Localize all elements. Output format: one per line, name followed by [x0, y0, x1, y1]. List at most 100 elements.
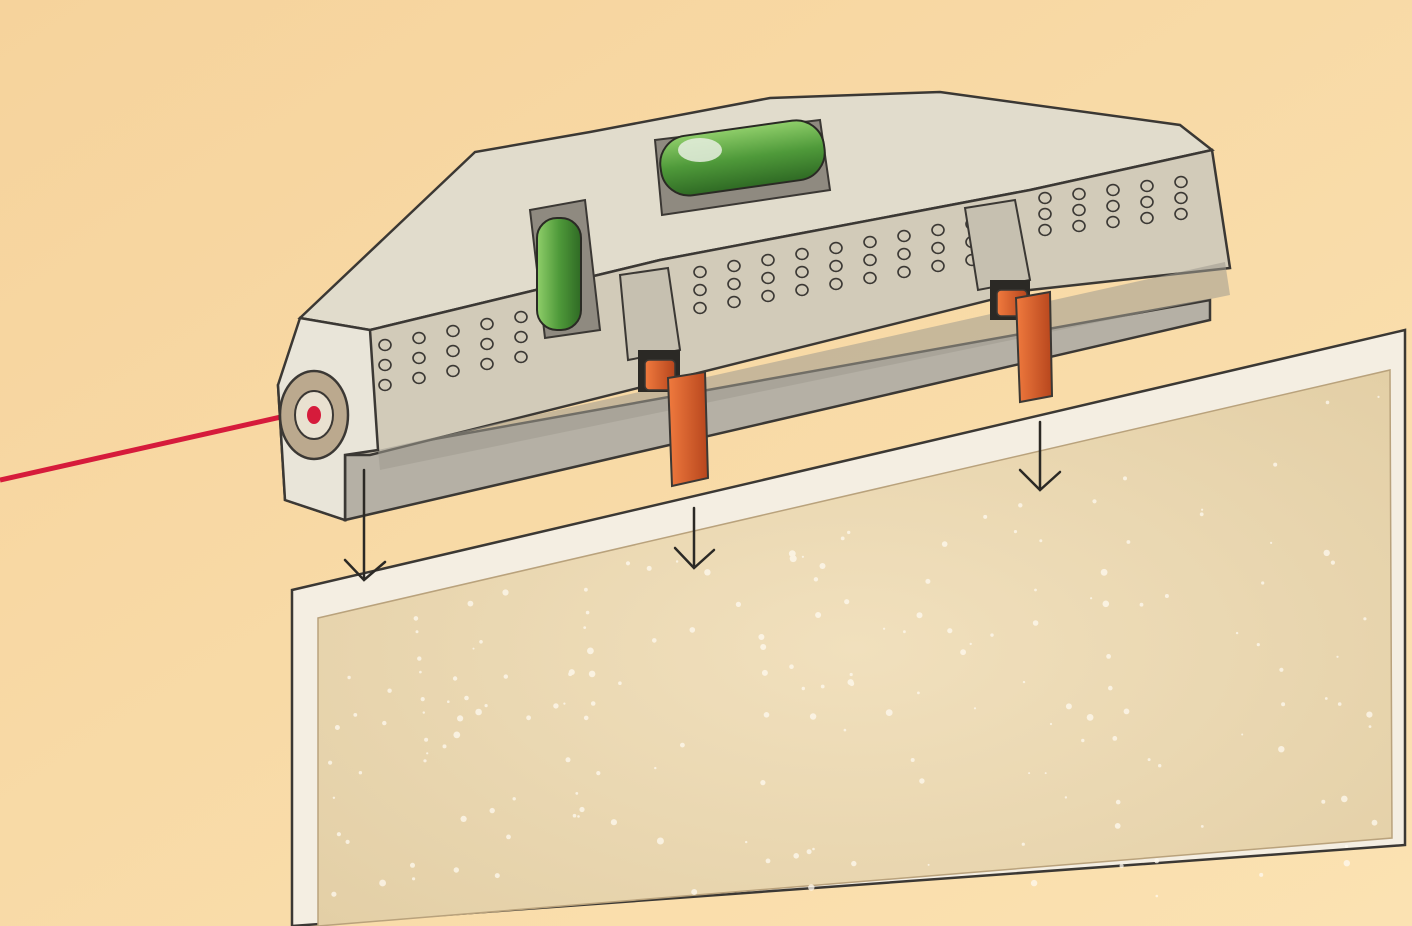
hole: [897, 265, 911, 279]
speckle: [590, 701, 596, 706]
speckle: [815, 612, 822, 618]
speckle: [1259, 872, 1264, 877]
hole: [727, 259, 741, 273]
hole: [1038, 223, 1052, 237]
speckle: [652, 638, 657, 643]
speckle: [358, 771, 363, 775]
speckle: [412, 877, 416, 881]
speckle: [572, 813, 577, 818]
speckle: [1321, 799, 1326, 804]
speckle: [587, 647, 594, 655]
speckle: [849, 681, 855, 687]
speckle: [345, 839, 350, 845]
horizontal-vial: [653, 118, 832, 217]
speckle: [990, 633, 994, 637]
speckle: [808, 884, 815, 891]
speckle: [1279, 667, 1284, 672]
hole: [829, 259, 843, 273]
speckle: [1106, 654, 1111, 659]
speckle: [1115, 799, 1121, 805]
speckle: [353, 713, 358, 717]
speckle: [583, 626, 587, 629]
hole: [1140, 211, 1154, 225]
speckle: [475, 708, 482, 716]
speckle: [1119, 863, 1124, 869]
speckle: [1281, 702, 1286, 707]
hole: [514, 330, 528, 344]
speckle: [1371, 819, 1378, 826]
speckle: [801, 555, 805, 558]
speckle: [813, 577, 819, 582]
speckle: [1064, 796, 1068, 799]
speckle: [1034, 588, 1037, 592]
speckle: [422, 711, 425, 714]
hole: [931, 241, 945, 255]
speckle: [1341, 795, 1348, 803]
speckle: [761, 669, 768, 676]
speckle: [1022, 680, 1026, 684]
hole: [1174, 207, 1188, 221]
speckle: [1261, 581, 1265, 585]
speckle: [941, 541, 948, 547]
speckle: [883, 627, 886, 630]
vertical-vial: [528, 198, 602, 340]
speckle: [512, 797, 516, 801]
speckle: [793, 853, 799, 859]
speckle: [494, 873, 500, 879]
speckle: [484, 704, 488, 708]
speckle: [969, 642, 972, 646]
speckle: [1199, 512, 1204, 517]
hole: [378, 338, 392, 352]
speckle: [453, 731, 461, 739]
speckle: [585, 610, 590, 615]
hole: [480, 337, 494, 351]
speckle: [1081, 738, 1085, 743]
speckle: [916, 612, 923, 619]
arrow-middle-icon: [673, 506, 716, 570]
speckle: [553, 703, 559, 709]
arrow-left-icon: [343, 468, 387, 582]
speckle: [453, 867, 459, 873]
hole: [1174, 191, 1188, 205]
speckle: [1086, 714, 1094, 721]
speckle: [1241, 733, 1244, 736]
speckle: [973, 707, 977, 710]
speckle: [1368, 725, 1372, 728]
speckle: [1123, 708, 1130, 715]
speckle: [1278, 746, 1285, 753]
speckle: [464, 695, 469, 701]
hole: [761, 271, 775, 285]
speckle: [1126, 540, 1131, 544]
speckle: [788, 550, 796, 557]
speckle: [903, 630, 906, 634]
hole: [378, 358, 392, 372]
speckle: [849, 672, 853, 677]
speckle: [426, 752, 429, 755]
speckle: [387, 688, 392, 693]
hole: [693, 301, 707, 315]
laser-level: [276, 90, 1232, 522]
hole: [1140, 179, 1154, 193]
hole: [1106, 199, 1120, 213]
speckle: [415, 630, 419, 634]
speckle: [1270, 541, 1273, 545]
speckle: [1039, 539, 1043, 543]
speckle: [563, 702, 566, 705]
speckle: [575, 792, 579, 795]
speckle: [419, 670, 422, 674]
speckle: [526, 715, 531, 721]
speckle: [1235, 631, 1239, 635]
speckle: [1044, 772, 1047, 775]
speckle: [680, 742, 685, 748]
speckle: [472, 647, 475, 650]
hole: [1106, 215, 1120, 229]
hole: [412, 371, 426, 385]
speckle: [1114, 823, 1121, 829]
mounting-clip-left: [638, 350, 710, 488]
laser-aperture: [278, 369, 350, 461]
speckle: [502, 589, 509, 596]
speckle: [1164, 594, 1169, 598]
speckle: [1337, 702, 1342, 706]
speckle: [1336, 655, 1339, 658]
speckle: [917, 691, 920, 695]
